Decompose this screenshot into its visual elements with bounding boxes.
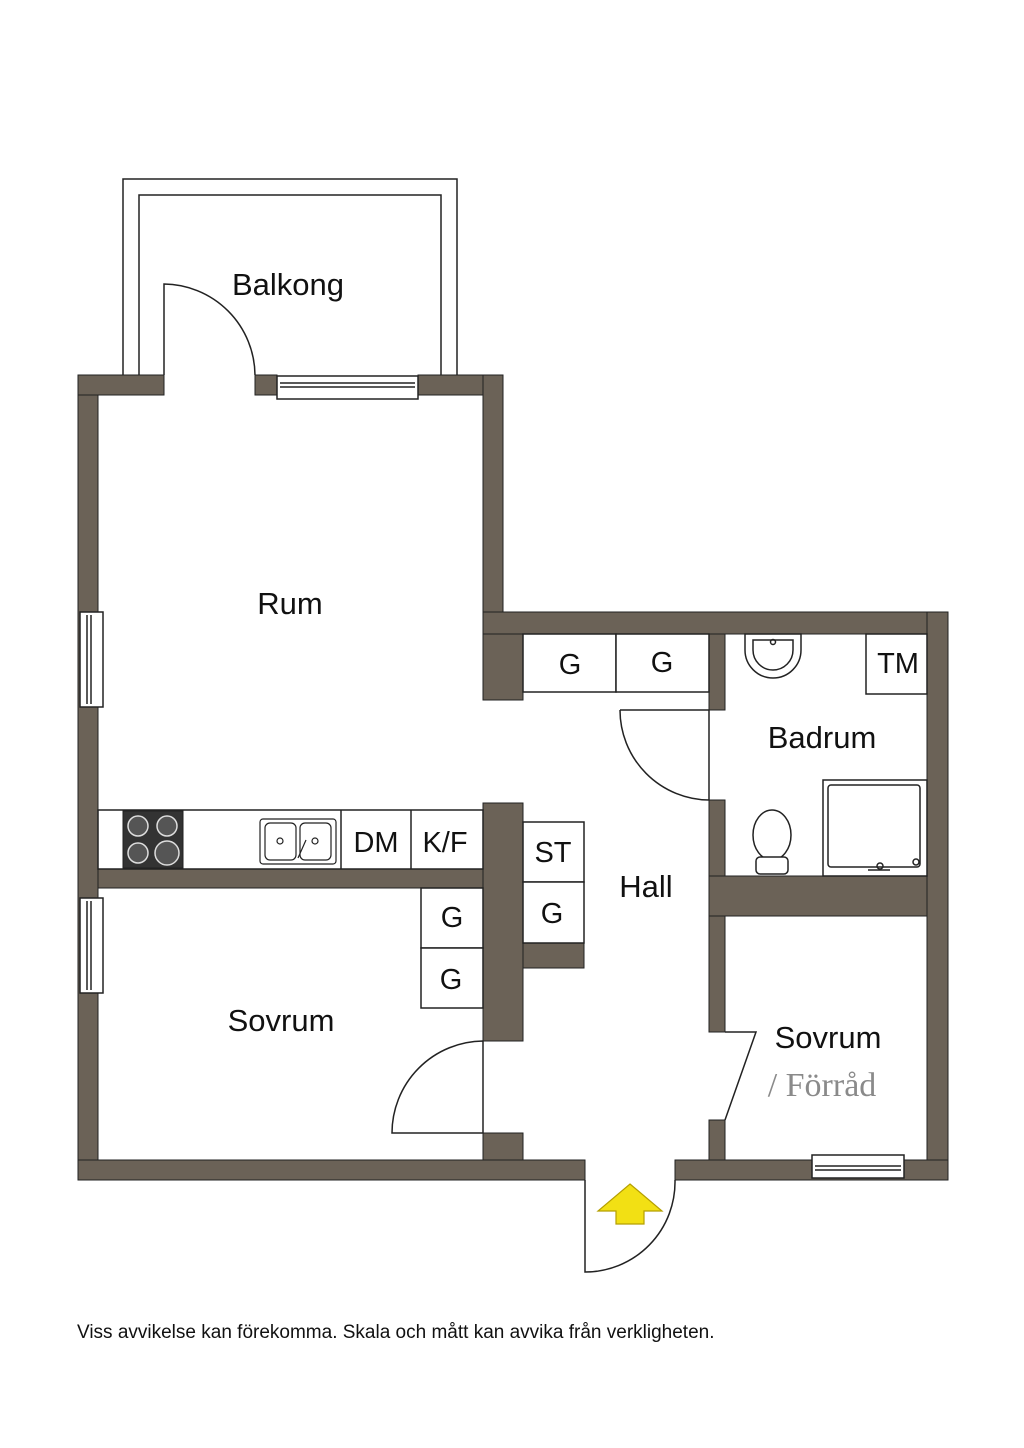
room-label-hall: Hall	[619, 869, 672, 904]
toilet-icon	[752, 809, 792, 875]
door-balcony	[163, 283, 256, 376]
wardrobe-label: G	[440, 964, 463, 996]
door-bathroom	[619, 709, 710, 801]
door-bedroom-left	[391, 1040, 484, 1134]
door-bedroom-right	[724, 1031, 758, 1121]
disclaimer-text: Viss avvikelse kan förekomma. Skala och …	[77, 1322, 715, 1343]
doors	[163, 283, 758, 1273]
fridge-freezer-label: K/F	[422, 827, 467, 859]
shower-icon	[822, 779, 928, 877]
washer-label: TM	[877, 648, 919, 680]
wardrobe-label: G	[441, 902, 464, 934]
balcony	[122, 178, 458, 375]
walls	[77, 374, 949, 1181]
door-entrance	[584, 1179, 676, 1273]
room-label-storage: / Förråd	[768, 1067, 877, 1104]
entrance-arrow-icon	[596, 1183, 664, 1225]
room-label-living: Rum	[257, 586, 322, 621]
wardrobe-label: G	[651, 647, 674, 679]
room-label-bathroom: Badrum	[768, 720, 877, 755]
windows	[79, 375, 905, 1179]
cabinets	[420, 633, 928, 1009]
sink-icon	[259, 818, 337, 865]
linen-cabinet-label: ST	[534, 837, 571, 869]
room-label-balcony: Balkong	[232, 267, 344, 302]
wardrobe-label: G	[559, 649, 582, 681]
room-label-bedroom-left: Sovrum	[228, 1003, 335, 1038]
wardrobe-label: G	[541, 898, 564, 930]
dishwasher-label: DM	[353, 827, 398, 859]
washbasin-icon	[744, 633, 802, 679]
room-label-bedroom-right: Sovrum	[775, 1020, 882, 1055]
stove-icon	[122, 810, 184, 869]
